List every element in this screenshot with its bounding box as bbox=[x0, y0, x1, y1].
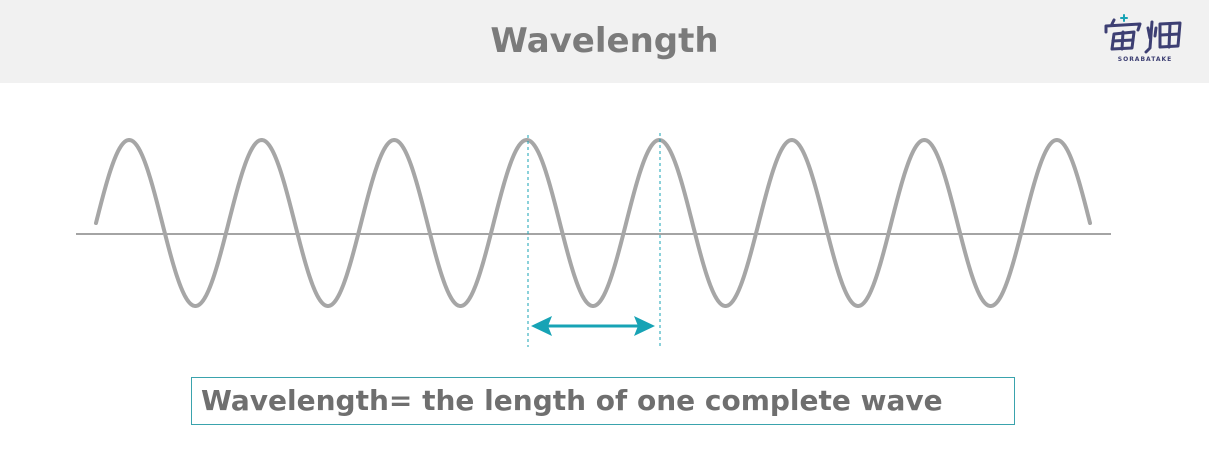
wavelength-diagram bbox=[76, 133, 1111, 347]
logo-text: SORABATAKE bbox=[1117, 56, 1173, 63]
page-title: Wavelength bbox=[490, 21, 719, 61]
caption-text: Wavelength= the length of one complete w… bbox=[201, 384, 943, 417]
caption-box: Wavelength= the length of one complete w… bbox=[191, 377, 1015, 425]
logo-mark-icon bbox=[1104, 14, 1182, 54]
sine-wave bbox=[94, 138, 1092, 308]
arrowhead-left-icon bbox=[531, 316, 552, 336]
header-bar: Wavelength SORABATAKE bbox=[0, 0, 1209, 83]
sorabatake-logo: SORABATAKE bbox=[1100, 14, 1190, 68]
arrowhead-right-icon bbox=[634, 316, 655, 336]
wavelength-arrow bbox=[531, 316, 655, 336]
